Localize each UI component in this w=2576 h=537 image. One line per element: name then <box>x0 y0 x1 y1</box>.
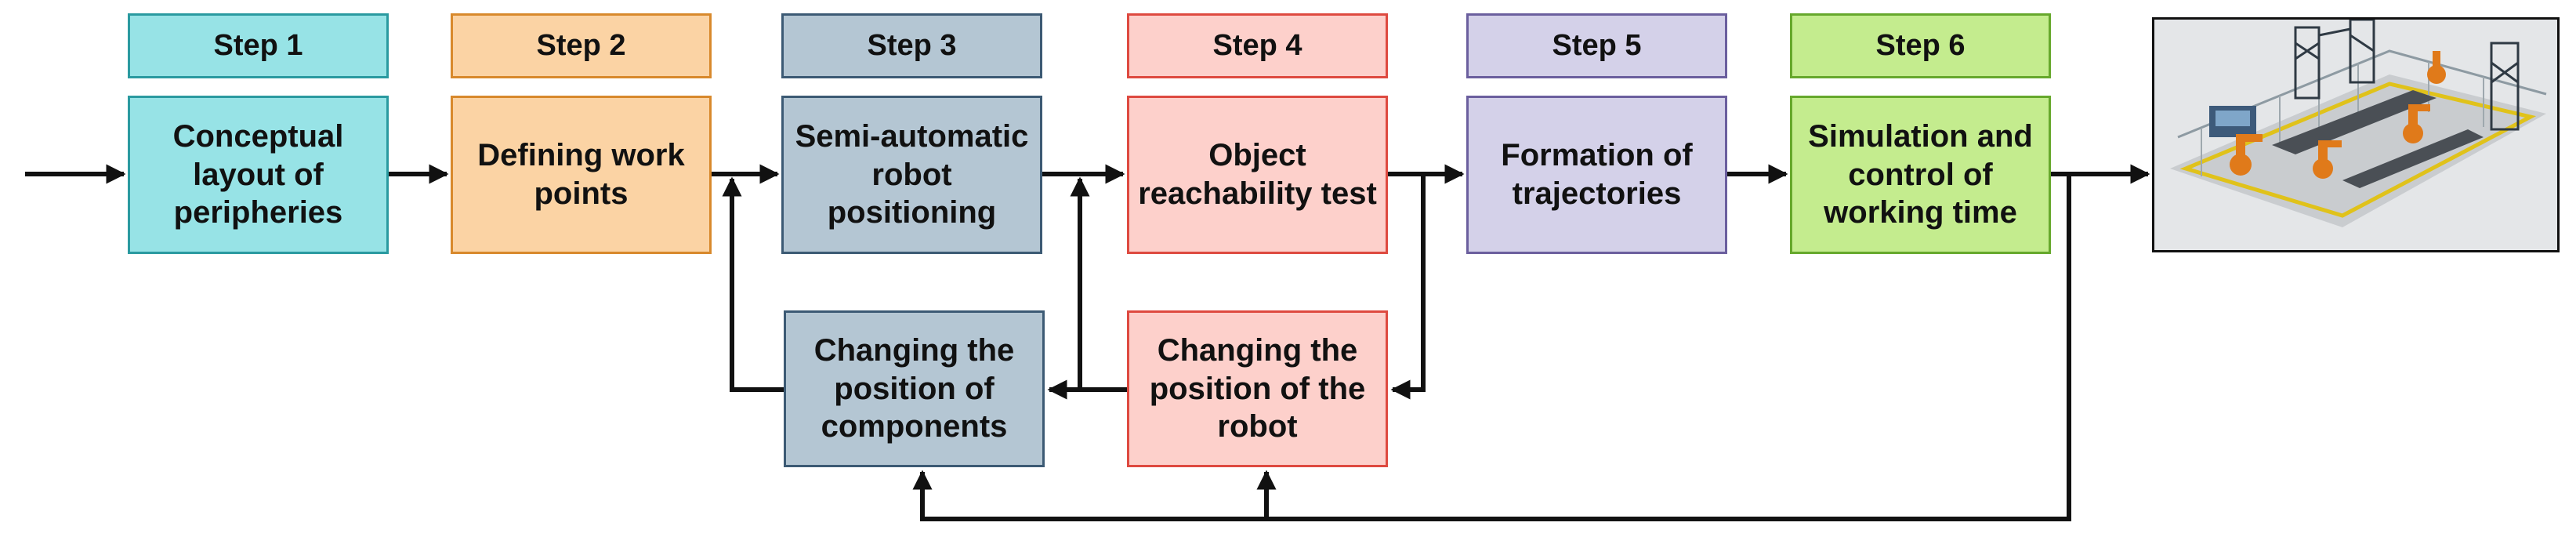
step-6-header: Step 6 <box>1790 13 2051 78</box>
step-3-box: Semi-automatic robot positioning <box>781 96 1042 254</box>
step-2-box: Defining work points <box>451 96 712 254</box>
changing-robot-box: Changing the position of the robot <box>1127 310 1388 467</box>
feedback-loop-line <box>912 174 2071 521</box>
step-6-box: Simulation and control of working time <box>1790 96 2051 254</box>
arrow-components-to-flow <box>722 176 784 392</box>
robot-workcell-icon <box>2154 20 2557 250</box>
changing-components-box: Changing the position of components <box>784 310 1045 467</box>
step-4-header: Step 4 <box>1127 13 1388 78</box>
arrow-step4-to-robot-change <box>1388 172 1426 400</box>
step-3-header: Step 3 <box>781 13 1042 78</box>
robot-workcell-image <box>2152 17 2560 252</box>
step-1-box: Conceptual layout of peripheries <box>128 96 389 254</box>
step-5-box: Formation of trajectories <box>1466 96 1727 254</box>
step-1-header: Step 1 <box>128 13 389 78</box>
step-5-header: Step 5 <box>1466 13 1727 78</box>
step-4-box: Object reachability test <box>1127 96 1388 254</box>
step-2-header: Step 2 <box>451 13 712 78</box>
